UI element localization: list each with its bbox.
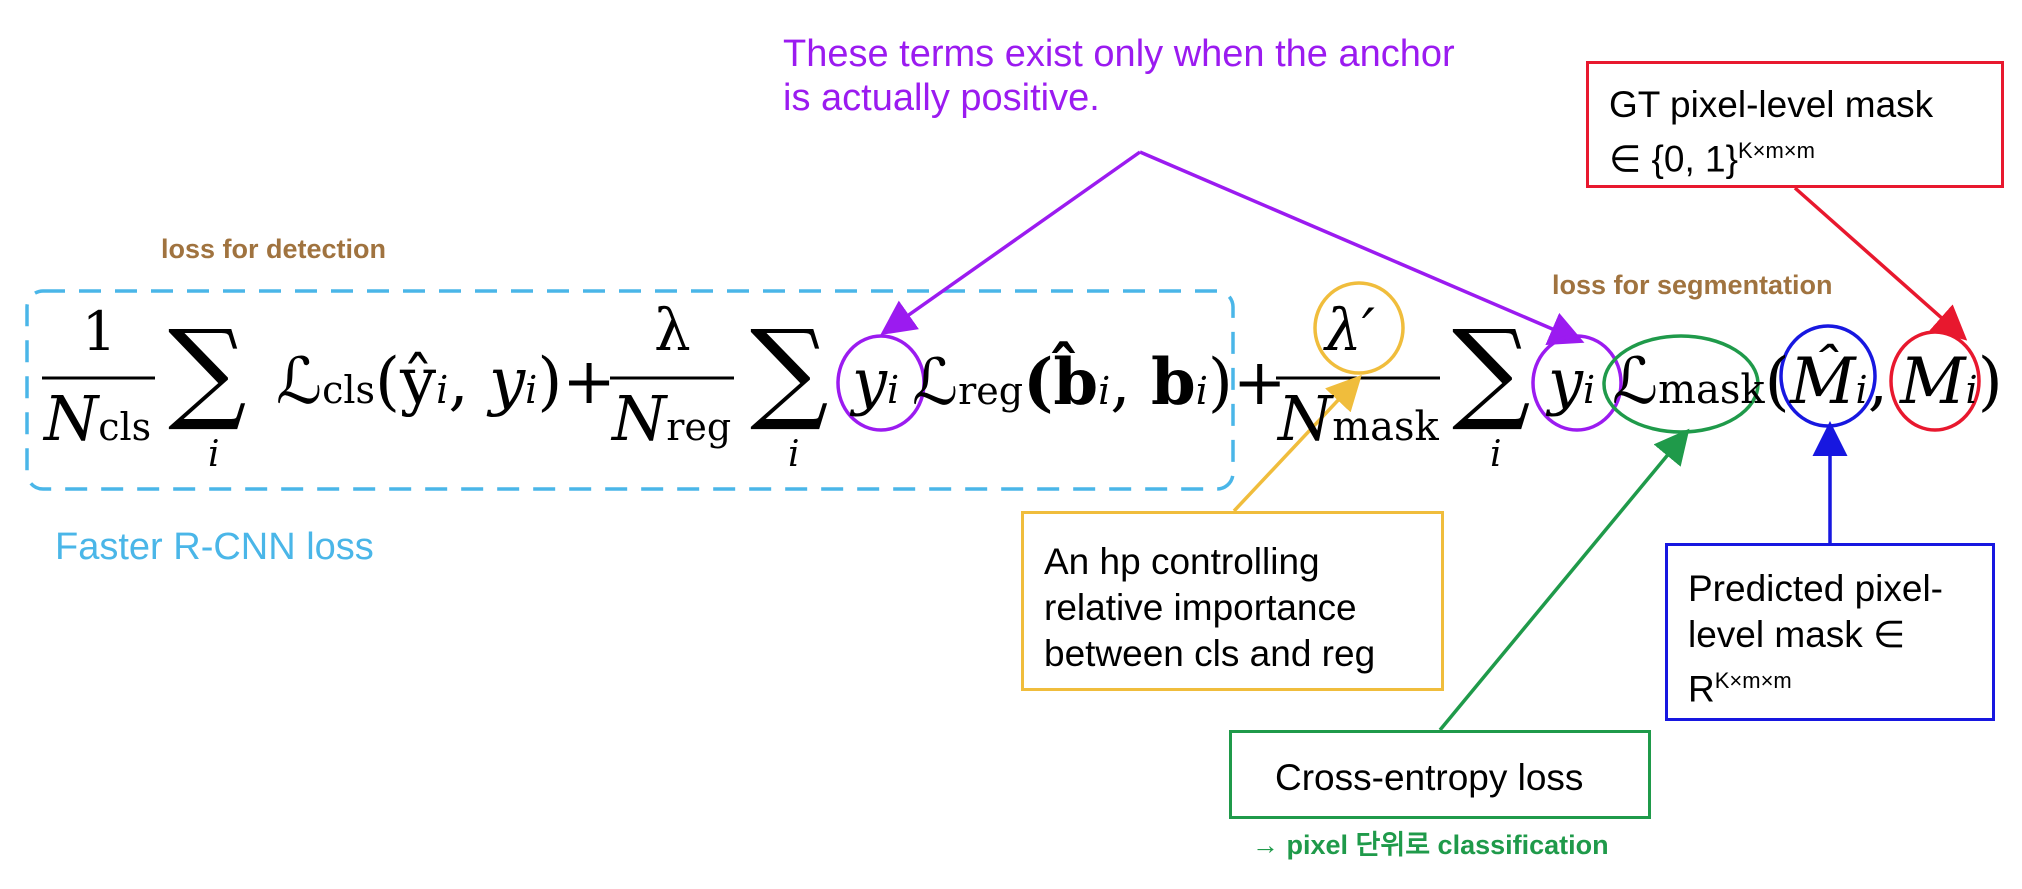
gt-box-line-1: GT pixel-level mask	[1609, 84, 1934, 125]
pred-box-line-1: Predicted pixel-	[1688, 568, 1944, 609]
formula-sum-3-index: i	[1490, 434, 1502, 475]
pred-box-line-3: RK×m×m	[1688, 668, 1792, 710]
formula-sum-1-index: i	[208, 434, 220, 475]
formula-n-mask: Nmask	[1278, 382, 1439, 455]
yellow-arrow	[1232, 374, 1362, 513]
formula-l-cls: ℒcls(ŷi, yi)+	[276, 345, 616, 419]
cross-entropy-box: Cross-entropy loss	[1229, 730, 1651, 819]
purple-note-line-2: is actually positive.	[783, 77, 1100, 119]
formula-sum-2-index: i	[788, 434, 800, 475]
red-arrow	[1793, 186, 1968, 341]
purple-arrow-right	[1139, 150, 1585, 346]
hp-annotation-box: An hp controlling relative importance be…	[1021, 511, 1444, 691]
faster-rcnn-dashed-box	[25, 289, 1235, 491]
loss-detection-label: loss for detection	[161, 234, 387, 264]
formula-one: 1	[82, 300, 117, 363]
predicted-mask-box: Predicted pixel- level mask ∈ RK×m×m	[1665, 543, 1995, 721]
pred-box-line-2: level mask ∈	[1688, 614, 1906, 655]
green-arrow	[1438, 428, 1690, 732]
gt-mask-box: GT pixel-level mask ∈ {0, 1}K×m×m	[1586, 61, 2004, 188]
lambda-prime-circle	[1313, 281, 1405, 375]
formula-l-reg: ℒreg(b̂i, bi)+	[912, 345, 1287, 420]
formula-n-cls: Ncls	[44, 382, 152, 455]
hp-box-line-3: between cls and reg	[1044, 633, 1376, 674]
formula-l-mask: ℒmask(	[1612, 345, 1790, 419]
formula-m-hat: M̂i,	[1790, 345, 1889, 419]
hp-box-line-1: An hp controlling	[1044, 541, 1320, 582]
loss-segmentation-label: loss for segmentation	[1552, 270, 1833, 300]
formula-sum-3: ∑	[1452, 306, 1531, 434]
formula-lambda: λ	[654, 296, 691, 364]
cross-entropy-note: → pixel 단위로 classification	[1252, 830, 1609, 860]
cross-entropy-label: Cross-entropy loss	[1275, 757, 1584, 798]
formula-sum-1: ∑	[168, 306, 247, 434]
formula-sum-2: ∑	[750, 306, 829, 434]
formula-n-reg: Nreg	[612, 382, 732, 455]
formula-lambda-prime: λ′	[1325, 296, 1375, 364]
hp-box-line-2: relative importance	[1044, 587, 1357, 628]
gt-box-line-2: ∈ {0, 1}K×m×m	[1609, 138, 1815, 180]
faster-rcnn-label: Faster R-CNN loss	[55, 526, 374, 568]
purple-note-line-1: These terms exist only when the anchor	[783, 33, 1455, 75]
formula-yi-1: yi	[852, 345, 900, 418]
purple-note: These terms exist only when the anchor i…	[783, 32, 1455, 120]
formula-m: Mi)	[1900, 345, 2003, 419]
yi-circle-2	[1531, 334, 1623, 432]
purple-arrow-left	[880, 150, 1142, 336]
formula-yi-2: yi	[1548, 345, 1596, 418]
yi-circle-1	[836, 334, 926, 432]
